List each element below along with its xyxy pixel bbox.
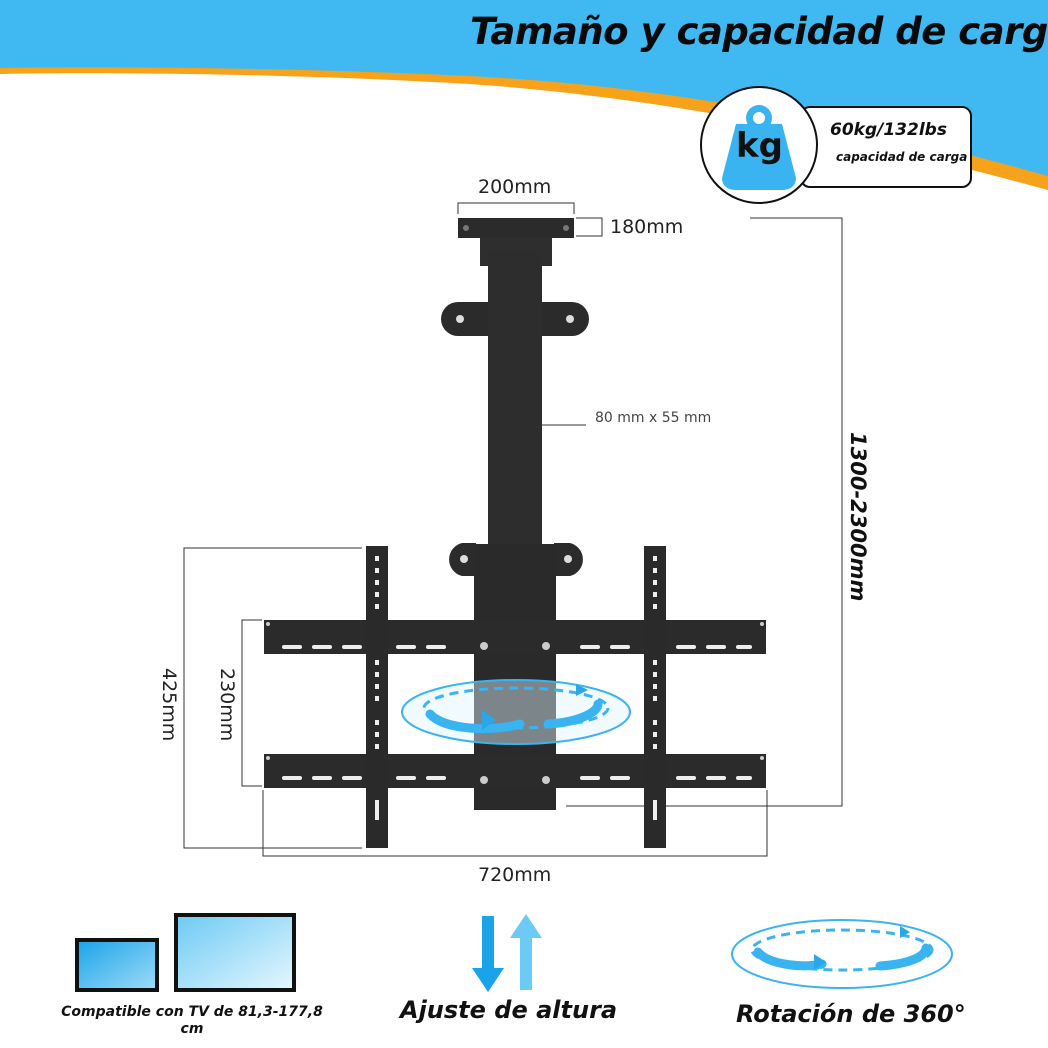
vesa-width-label: 720mm (478, 864, 552, 886)
base-depth-label: 180mm (610, 216, 684, 238)
tv-mount-drawing (183, 202, 843, 857)
height-adjust-arrows-icon (472, 914, 542, 992)
height-adjust-label: Ajuste de altura (400, 996, 618, 1024)
weight-kg-icon (700, 86, 818, 204)
header-band (0, 0, 1048, 190)
page-title: Tamaño y capacidad de carga (470, 10, 1048, 53)
inner-height-label: 230mm (216, 668, 238, 742)
rotation-label: Rotación de 360° (736, 1000, 966, 1028)
tv-compatibility-label: Compatible con TV de 81,3-177,8 cm (61, 1004, 323, 1037)
tv-size-icon (75, 913, 296, 992)
outer-height-label: 425mm (158, 668, 180, 742)
weight-unit-text: kg (736, 126, 783, 166)
load-capacity-label: capacidad de carga (836, 150, 968, 164)
pole-section-label: 80 mm x 55 mm (595, 410, 712, 426)
height-range-label: 1300-2300mm (846, 432, 870, 602)
rotation-360-icon (731, 919, 953, 989)
base-width-label: 200mm (478, 176, 552, 198)
load-capacity-value: 60kg/132lbs (830, 120, 947, 140)
